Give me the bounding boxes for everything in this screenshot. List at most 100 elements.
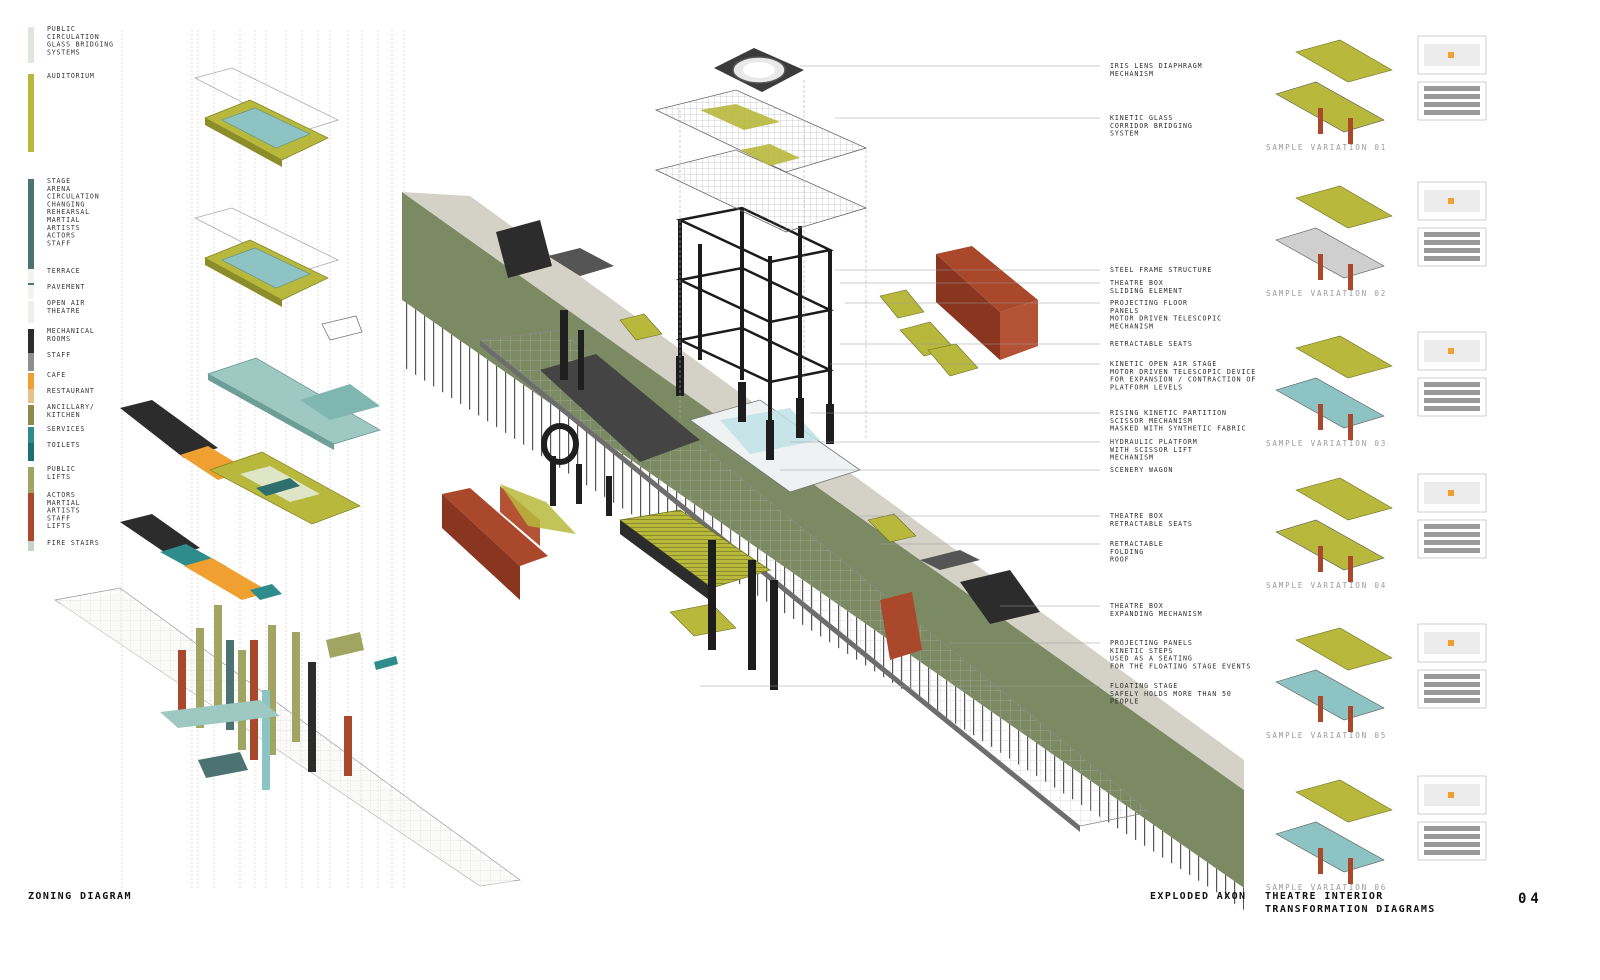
legend-label: STAGE: [47, 177, 71, 185]
legend-label: MECHANICAL: [47, 327, 95, 335]
callout-label: FOR THE FLOATING STAGE EVENTS: [1110, 662, 1251, 670]
callout-label: STEEL FRAME STRUCTURE: [1110, 266, 1212, 274]
axon-theatre-box-expanding: [920, 550, 1040, 624]
legend-label: KITCHEN: [47, 411, 80, 419]
callout-label: PEOPLE: [1110, 698, 1139, 706]
variation-plan: [1417, 181, 1487, 267]
callout-label: THEATRE BOX: [1110, 512, 1164, 520]
axon-theatre-box-right: [936, 246, 1038, 360]
legend-label: ACTORS: [47, 232, 76, 240]
legend-swatch: [28, 353, 34, 371]
callout-label: MECHANISM: [1110, 454, 1154, 462]
legend-swatch: [28, 301, 34, 323]
legend-label: REHEARSAL: [47, 208, 90, 216]
callout-label: RISING KINETIC PARTITION: [1110, 409, 1227, 417]
legend-swatch: [28, 74, 34, 152]
legend-swatch: [28, 285, 34, 299]
callout-label: RETRACTABLE: [1110, 540, 1164, 548]
legend-swatch: [28, 427, 34, 443]
callout-label: PANELS: [1110, 307, 1139, 315]
legend-label: TERRACE: [47, 267, 80, 275]
callout-label: PROJECTING PANELS: [1110, 639, 1193, 647]
legend-swatch: [28, 179, 34, 295]
variation-label: SAMPLE VARIATION 05: [1266, 731, 1387, 740]
callout-label: MECHANISM: [1110, 322, 1154, 330]
callout-label: MOTOR DRIVEN TELESCOPIC: [1110, 315, 1222, 323]
callout-label: SCISSOR MECHANISM: [1110, 417, 1193, 425]
callout-label: THEATRE BOX: [1110, 602, 1164, 610]
callout-label: FOR EXPANSION / CONTRACTION OF: [1110, 376, 1256, 384]
page-number: 04: [1518, 891, 1543, 907]
legend-label: TOILETS: [47, 441, 80, 449]
callout-label: MECHANISM: [1110, 70, 1154, 78]
zoning-level-services: [207, 357, 381, 450]
callout-label: SYSTEM: [1110, 130, 1139, 138]
zoning-base-platform: [54, 587, 521, 887]
callout-label: KINETIC OPEN AIR STAGE: [1110, 360, 1217, 368]
variation-label: SAMPLE VARIATION 04: [1266, 581, 1387, 590]
callout-label: PLATFORM LEVELS: [1110, 383, 1183, 391]
variation-plan: [1417, 331, 1487, 417]
legend-swatch: [28, 493, 34, 541]
callout-label: SCENERY WAGON: [1110, 466, 1173, 474]
variation-label: SAMPLE VARIATION 06: [1266, 883, 1387, 892]
legend-label: FIRE STAIRS: [47, 539, 99, 547]
variation-plan: [1417, 623, 1487, 709]
callout-label: HYDRAULIC PLATFORM: [1110, 438, 1198, 446]
zoning-level-ground: [120, 514, 282, 600]
legend-label: ANCILLARY/: [47, 403, 95, 411]
legend-label: THEATRE: [47, 307, 80, 315]
variation-3: SAMPLE VARIATION 03: [1266, 331, 1487, 448]
legend-label: ROOMS: [47, 335, 71, 343]
legend-label: PAVEMENT: [47, 283, 85, 291]
variation-plan: [1417, 775, 1487, 861]
legend-swatch: [28, 329, 34, 353]
legend-label: ACTORS: [47, 491, 76, 499]
legend-label: PUBLIC: [47, 25, 76, 33]
callout-label: SLIDING ELEMENT: [1110, 287, 1183, 295]
legend-label: ARTISTS: [47, 224, 80, 232]
legend-label: CIRCULATION: [47, 33, 99, 41]
zoning-vertical-cores: [160, 605, 398, 790]
axon-title: EXPLODED AXON: [1150, 891, 1246, 902]
legend-label: GLASS BRIDGING: [47, 41, 114, 49]
legend-swatch: [28, 443, 34, 461]
callout-label: FOLDING: [1110, 548, 1144, 556]
callout-label: KINETIC STEPS: [1110, 647, 1173, 655]
interior-title-line1: THEATRE INTERIOR: [1265, 891, 1384, 902]
callout-label: MASKED WITH SYNTHETIC FABRIC: [1110, 425, 1246, 433]
axon-theatre-box-left: [442, 484, 576, 600]
legend-label: AUDITORIUM: [47, 72, 95, 80]
legend-label: OPEN AIR: [47, 299, 85, 307]
legend-label: STAFF: [47, 514, 71, 522]
legend-label: LIFTS: [47, 522, 71, 530]
callout-label: RETRACTABLE SEATS: [1110, 520, 1193, 528]
callout-label: KINETIC GLASS: [1110, 114, 1173, 122]
callout-label: USED AS A SEATING: [1110, 655, 1193, 663]
variation-label: SAMPLE VARIATION 02: [1266, 289, 1387, 298]
legend-label: LIFTS: [47, 473, 71, 481]
callout-label: PROJECTING FLOOR: [1110, 299, 1188, 307]
axon-ground-slab: [402, 192, 1244, 888]
variation-plan: [1417, 35, 1487, 121]
variation-label: SAMPLE VARIATION 03: [1266, 439, 1387, 448]
zoning-level-auditorium-upper: [193, 67, 340, 167]
axon-theatre-box-sliding: [496, 220, 614, 278]
callout-label: FLOATING STAGE: [1110, 682, 1178, 690]
legend-label: SYSTEMS: [47, 48, 80, 56]
callout-label: WITH SCISSOR LIFT: [1110, 446, 1193, 454]
legend-label: MARTIAL: [47, 499, 80, 507]
zoning-title: ZONING DIAGRAM: [28, 891, 132, 902]
zoning-level-auditorium-lower: [193, 207, 363, 341]
callout-label: IRIS LENS DIAPHRAGM: [1110, 62, 1203, 70]
callout-label: SAFELY HOLDS MORE THAN 50: [1110, 690, 1232, 698]
legend-label: CHANGING: [47, 200, 85, 208]
legend-label: STAFF: [47, 239, 71, 247]
